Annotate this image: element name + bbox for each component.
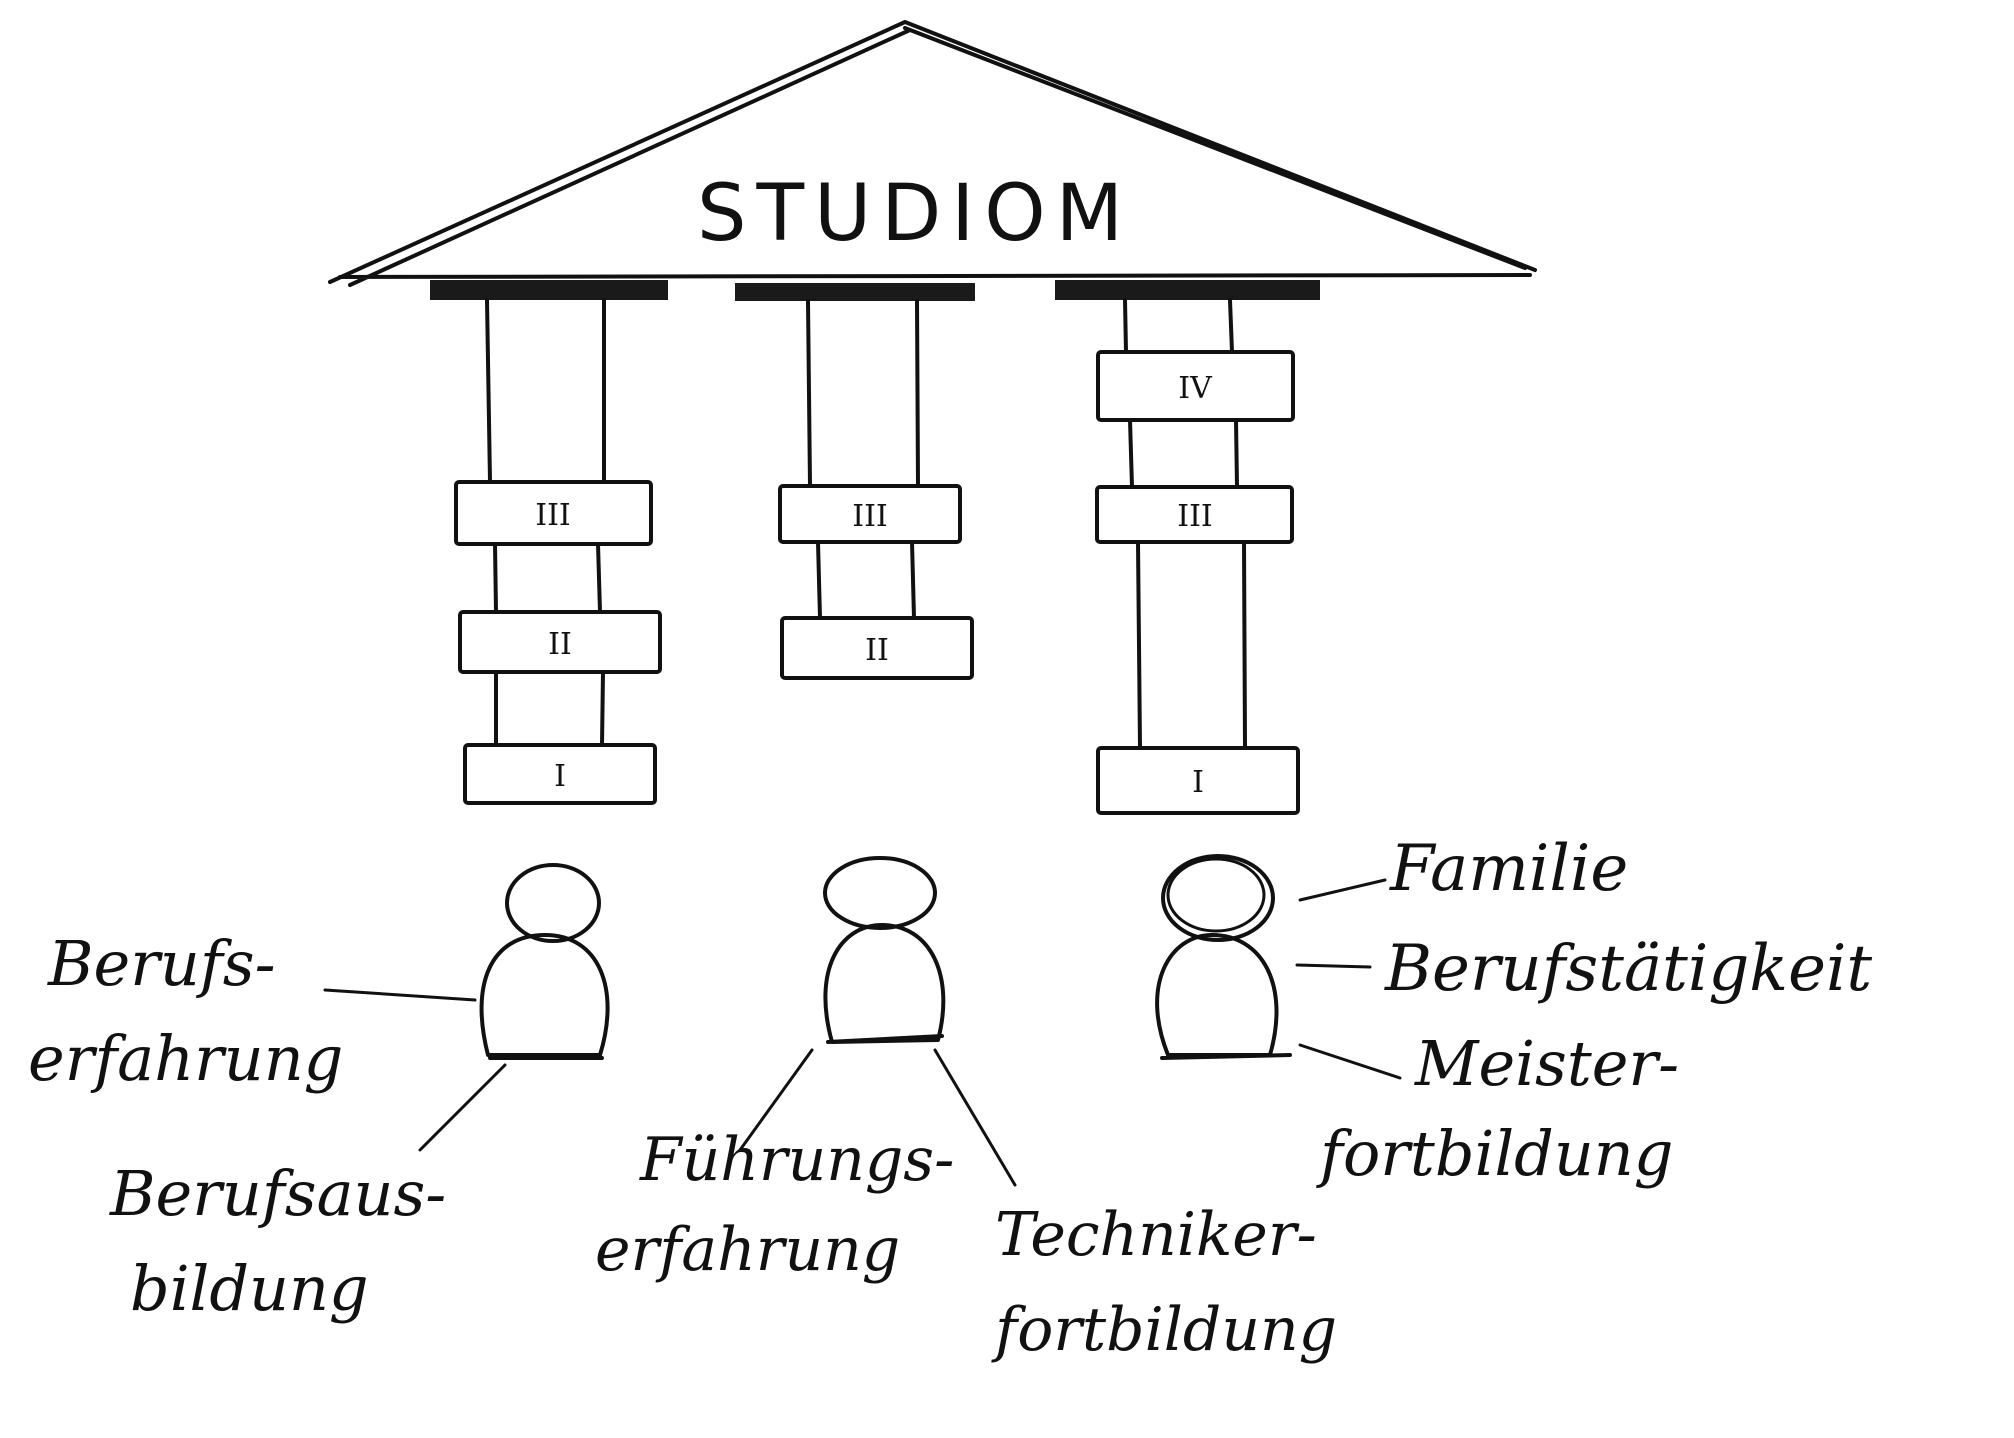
plate-numeral: III	[535, 498, 571, 533]
label-berufstaetigkeit: Berufstätigkeit	[1384, 932, 1872, 1006]
label-berufsausbildung-line1: Berufsaus-	[109, 1157, 446, 1230]
beams	[430, 280, 1320, 301]
label-berufserfahrung-line2: erfahrung	[28, 1022, 343, 1095]
pillar-3-plate-2: I	[1096, 746, 1300, 815]
pillar-3: IV III I	[1095, 298, 1300, 815]
plate-numeral: II	[548, 627, 572, 662]
pillar-2: III II	[778, 299, 974, 680]
plate-numeral: III	[852, 499, 888, 534]
label-technikerfortbildung-line2: fortbildung	[991, 1295, 1337, 1365]
labels: Berufs- erfahrung Berufsaus- bildung Füh…	[28, 832, 1872, 1365]
person-figure-left	[479, 863, 610, 1060]
roof-title: STUDIOM	[697, 169, 1133, 259]
pillar-3-plate-1: III	[1095, 485, 1294, 544]
beam-right	[1055, 280, 1320, 300]
pillar-2-plate-1: II	[780, 616, 974, 680]
beam-left	[430, 280, 668, 300]
label-fuehrungserfahrung-line2: erfahrung	[595, 1215, 900, 1285]
plate-numeral: III	[1177, 499, 1213, 534]
pillar-1: III II I	[454, 298, 662, 805]
plate-numeral: II	[865, 633, 889, 668]
pillar-1-plate-1: II	[458, 610, 662, 674]
label-meisterfortbildung-line1: Meister-	[1414, 1027, 1679, 1100]
pillar-1-plate-0: III	[454, 480, 653, 546]
label-berufserfahrung-line1: Berufs-	[47, 927, 276, 1000]
plate-numeral: I	[554, 759, 566, 794]
label-fuehrungserfahrung-line1: Führungs-	[639, 1125, 954, 1195]
pillar-1-plate-2: I	[463, 743, 657, 805]
connector-lines	[323, 878, 1402, 1187]
label-technikerfortbildung-line1: Techniker-	[995, 1200, 1317, 1270]
beam-middle	[735, 283, 975, 301]
pillar-2-plate-0: III	[778, 484, 962, 544]
label-meisterfortbildung-line2: fortbildung	[1316, 1117, 1673, 1190]
pillar-3-plate-0: IV	[1096, 350, 1295, 422]
plate-numeral: I	[1192, 765, 1204, 800]
label-berufsausbildung-line2: bildung	[130, 1252, 369, 1325]
plate-numeral: IV	[1178, 371, 1213, 406]
temple-roof: STUDIOM	[328, 20, 1537, 287]
person-figure-right	[1155, 854, 1292, 1060]
label-familie: Familie	[1389, 832, 1628, 906]
person-figure-middle	[823, 856, 946, 1044]
